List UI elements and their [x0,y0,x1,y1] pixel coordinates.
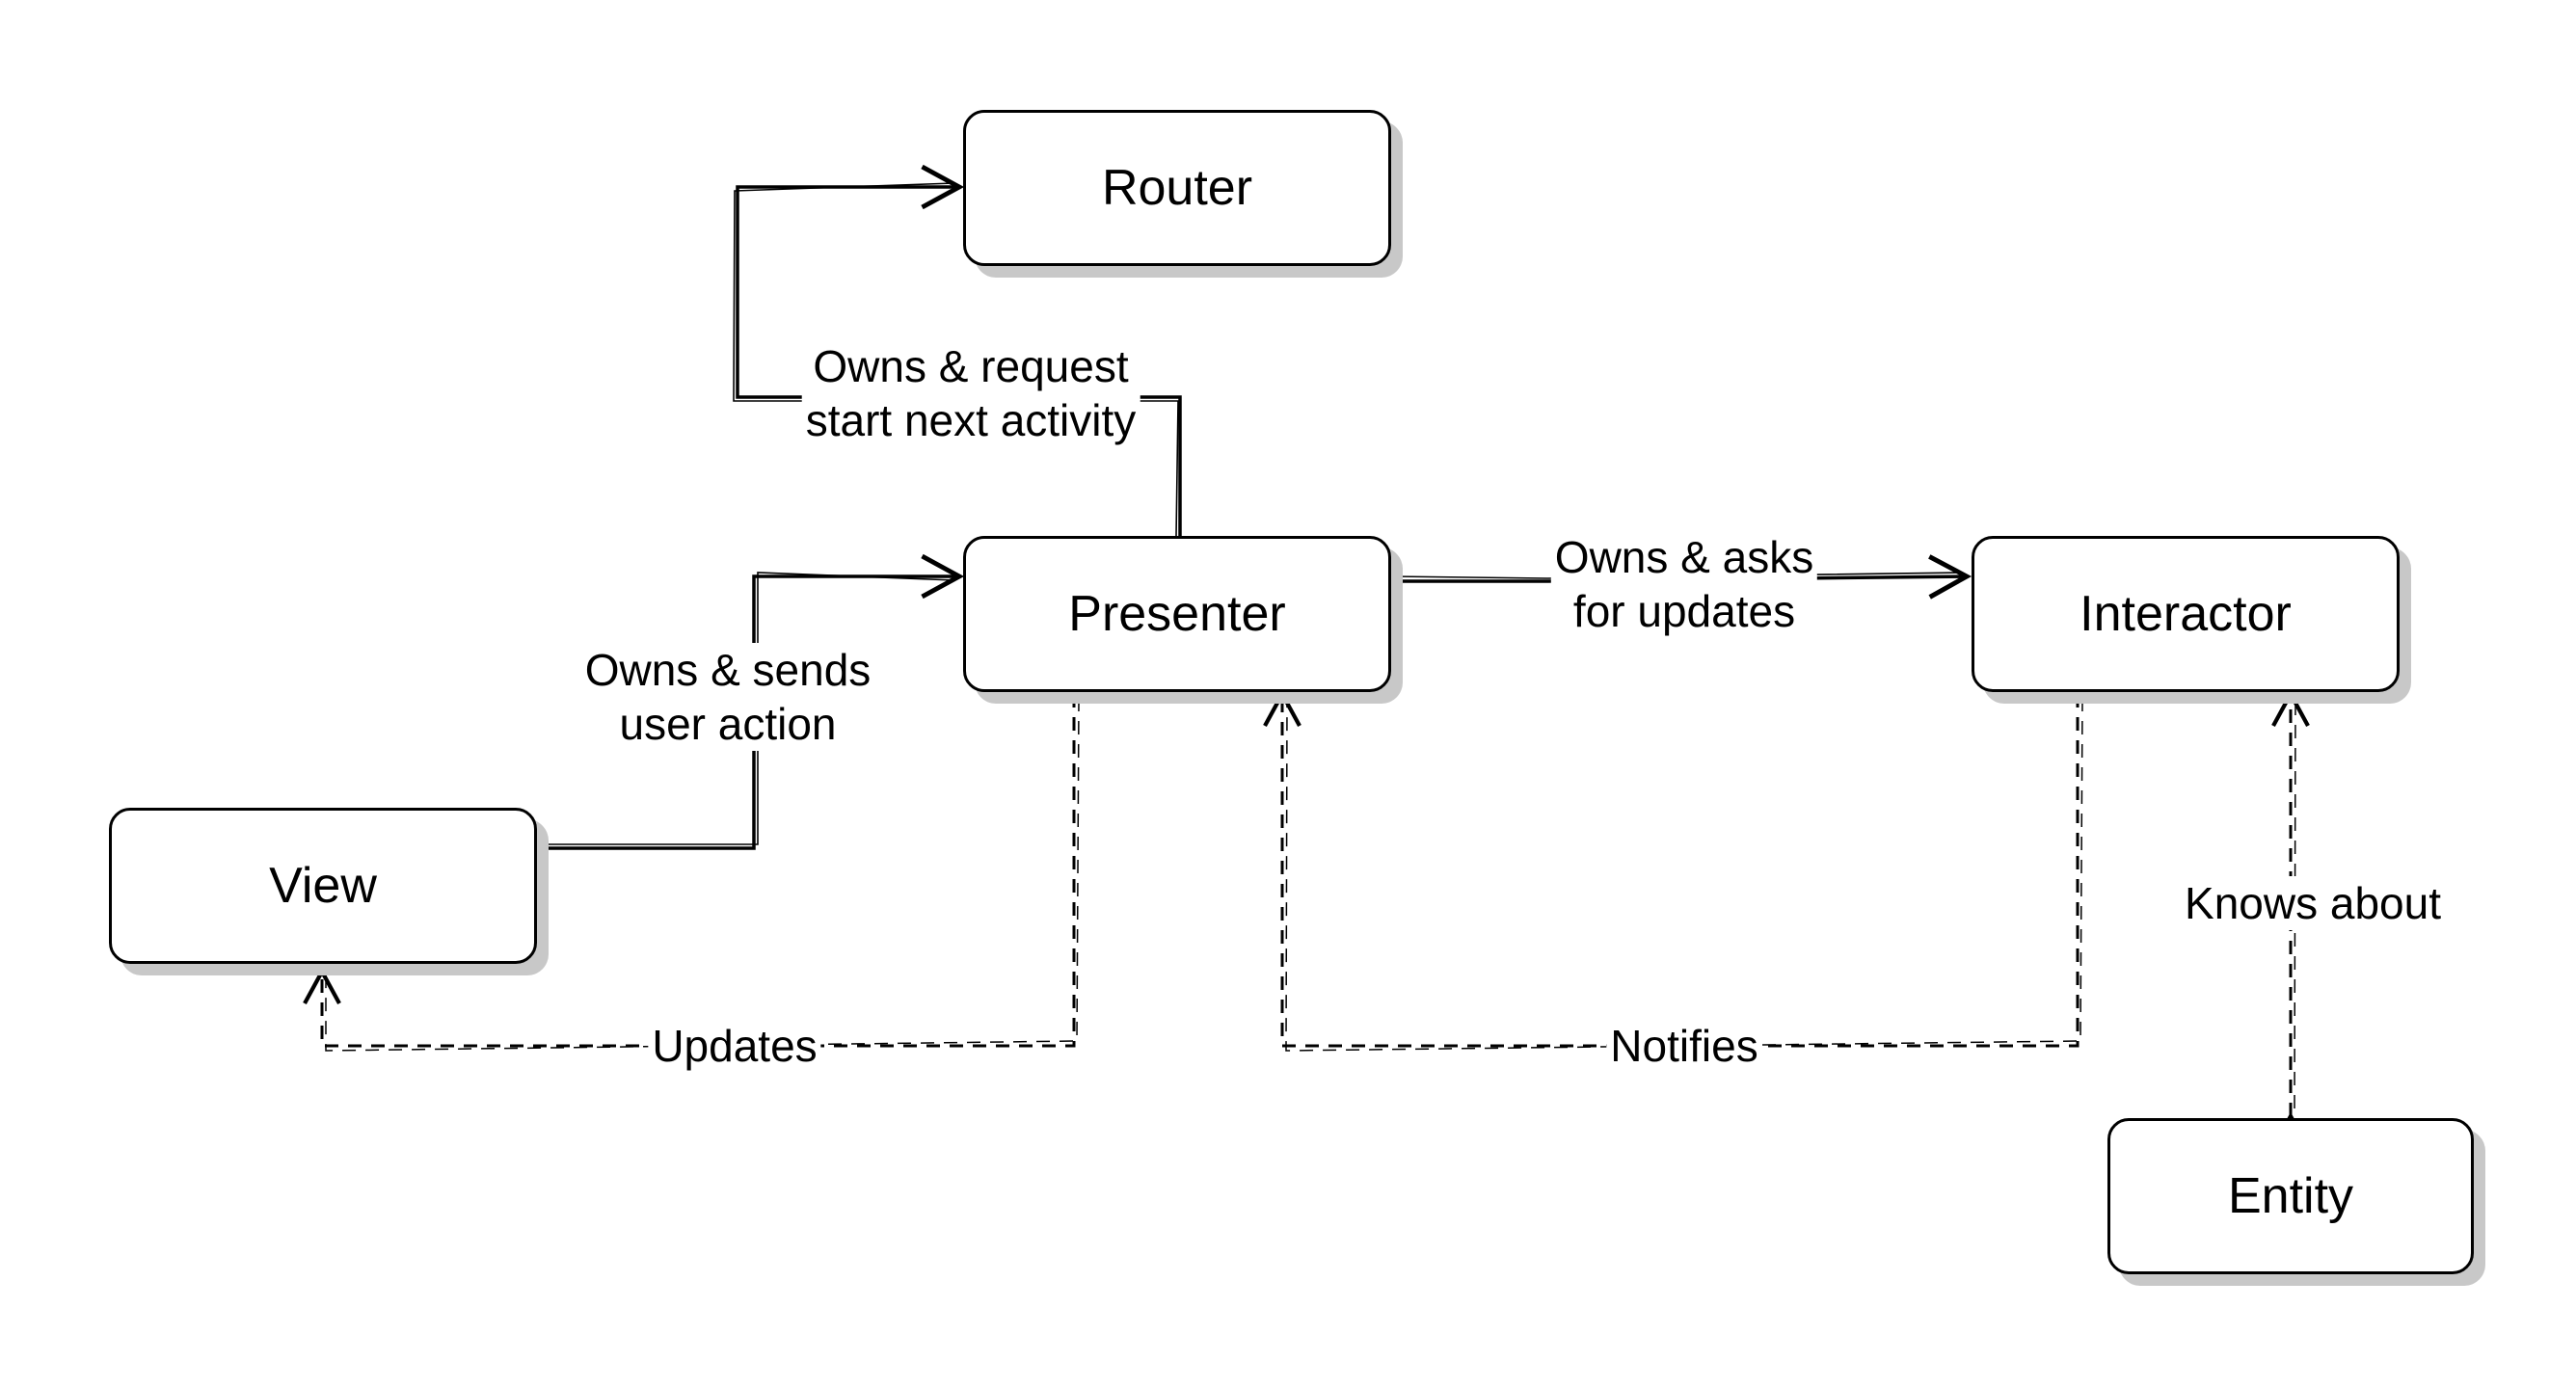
interactor-node[interactable]: Interactor [1972,536,2400,692]
edge-presenter-router [736,164,1182,536]
edge-label-view-presenter-line-1: Owns & sends [584,645,872,695]
edge-label-interactor-entity: Knows about [2181,876,2445,930]
view-node-label: View [269,858,377,914]
edge-label-view-presenter: Owns & sends user action [580,643,875,751]
presenter-node-label: Presenter [1068,586,1286,642]
router-node-label: Router [1101,160,1253,216]
edge-presenter-interactor [1391,554,1972,600]
edge-presenter-interactor-sketch [1390,572,1964,579]
edge-label-interactor-presenter: Notifies [1606,1019,1762,1073]
edge-label-presenter-router: Owns & request start next activity [801,339,1140,447]
entity-node-label: Entity [2227,1168,2354,1224]
edge-label-presenter-router-line-2: start next activity [805,395,1137,445]
edge-label-presenter-interactor-line-2: for updates [1572,586,1796,636]
presenter-node[interactable]: Presenter [963,536,1391,692]
edge-label-presenter-view-text: Updates [652,1021,818,1071]
edge-label-presenter-view: Updates [648,1019,821,1073]
router-node[interactable]: Router [963,110,1391,266]
entity-node[interactable]: Entity [2107,1118,2474,1274]
edge-presenter-router-sketch [733,182,1179,537]
view-node[interactable]: View [109,808,537,964]
edge-label-view-presenter-line-2: user action [619,699,837,749]
edge-label-interactor-presenter-text: Notifies [1610,1021,1758,1071]
edge-label-interactor-entity-text: Knows about [2185,878,2441,928]
edge-label-presenter-interactor: Owns & asks for updates [1550,530,1818,638]
interactor-node-label: Interactor [2080,586,2292,642]
edge-interactor-presenter-sketch [1285,697,2083,1052]
edge-label-presenter-interactor-line-1: Owns & asks [1554,532,1814,582]
edge-interactor-presenter [1263,689,2080,1048]
edge-label-presenter-router-line-1: Owns & request [813,341,1129,391]
